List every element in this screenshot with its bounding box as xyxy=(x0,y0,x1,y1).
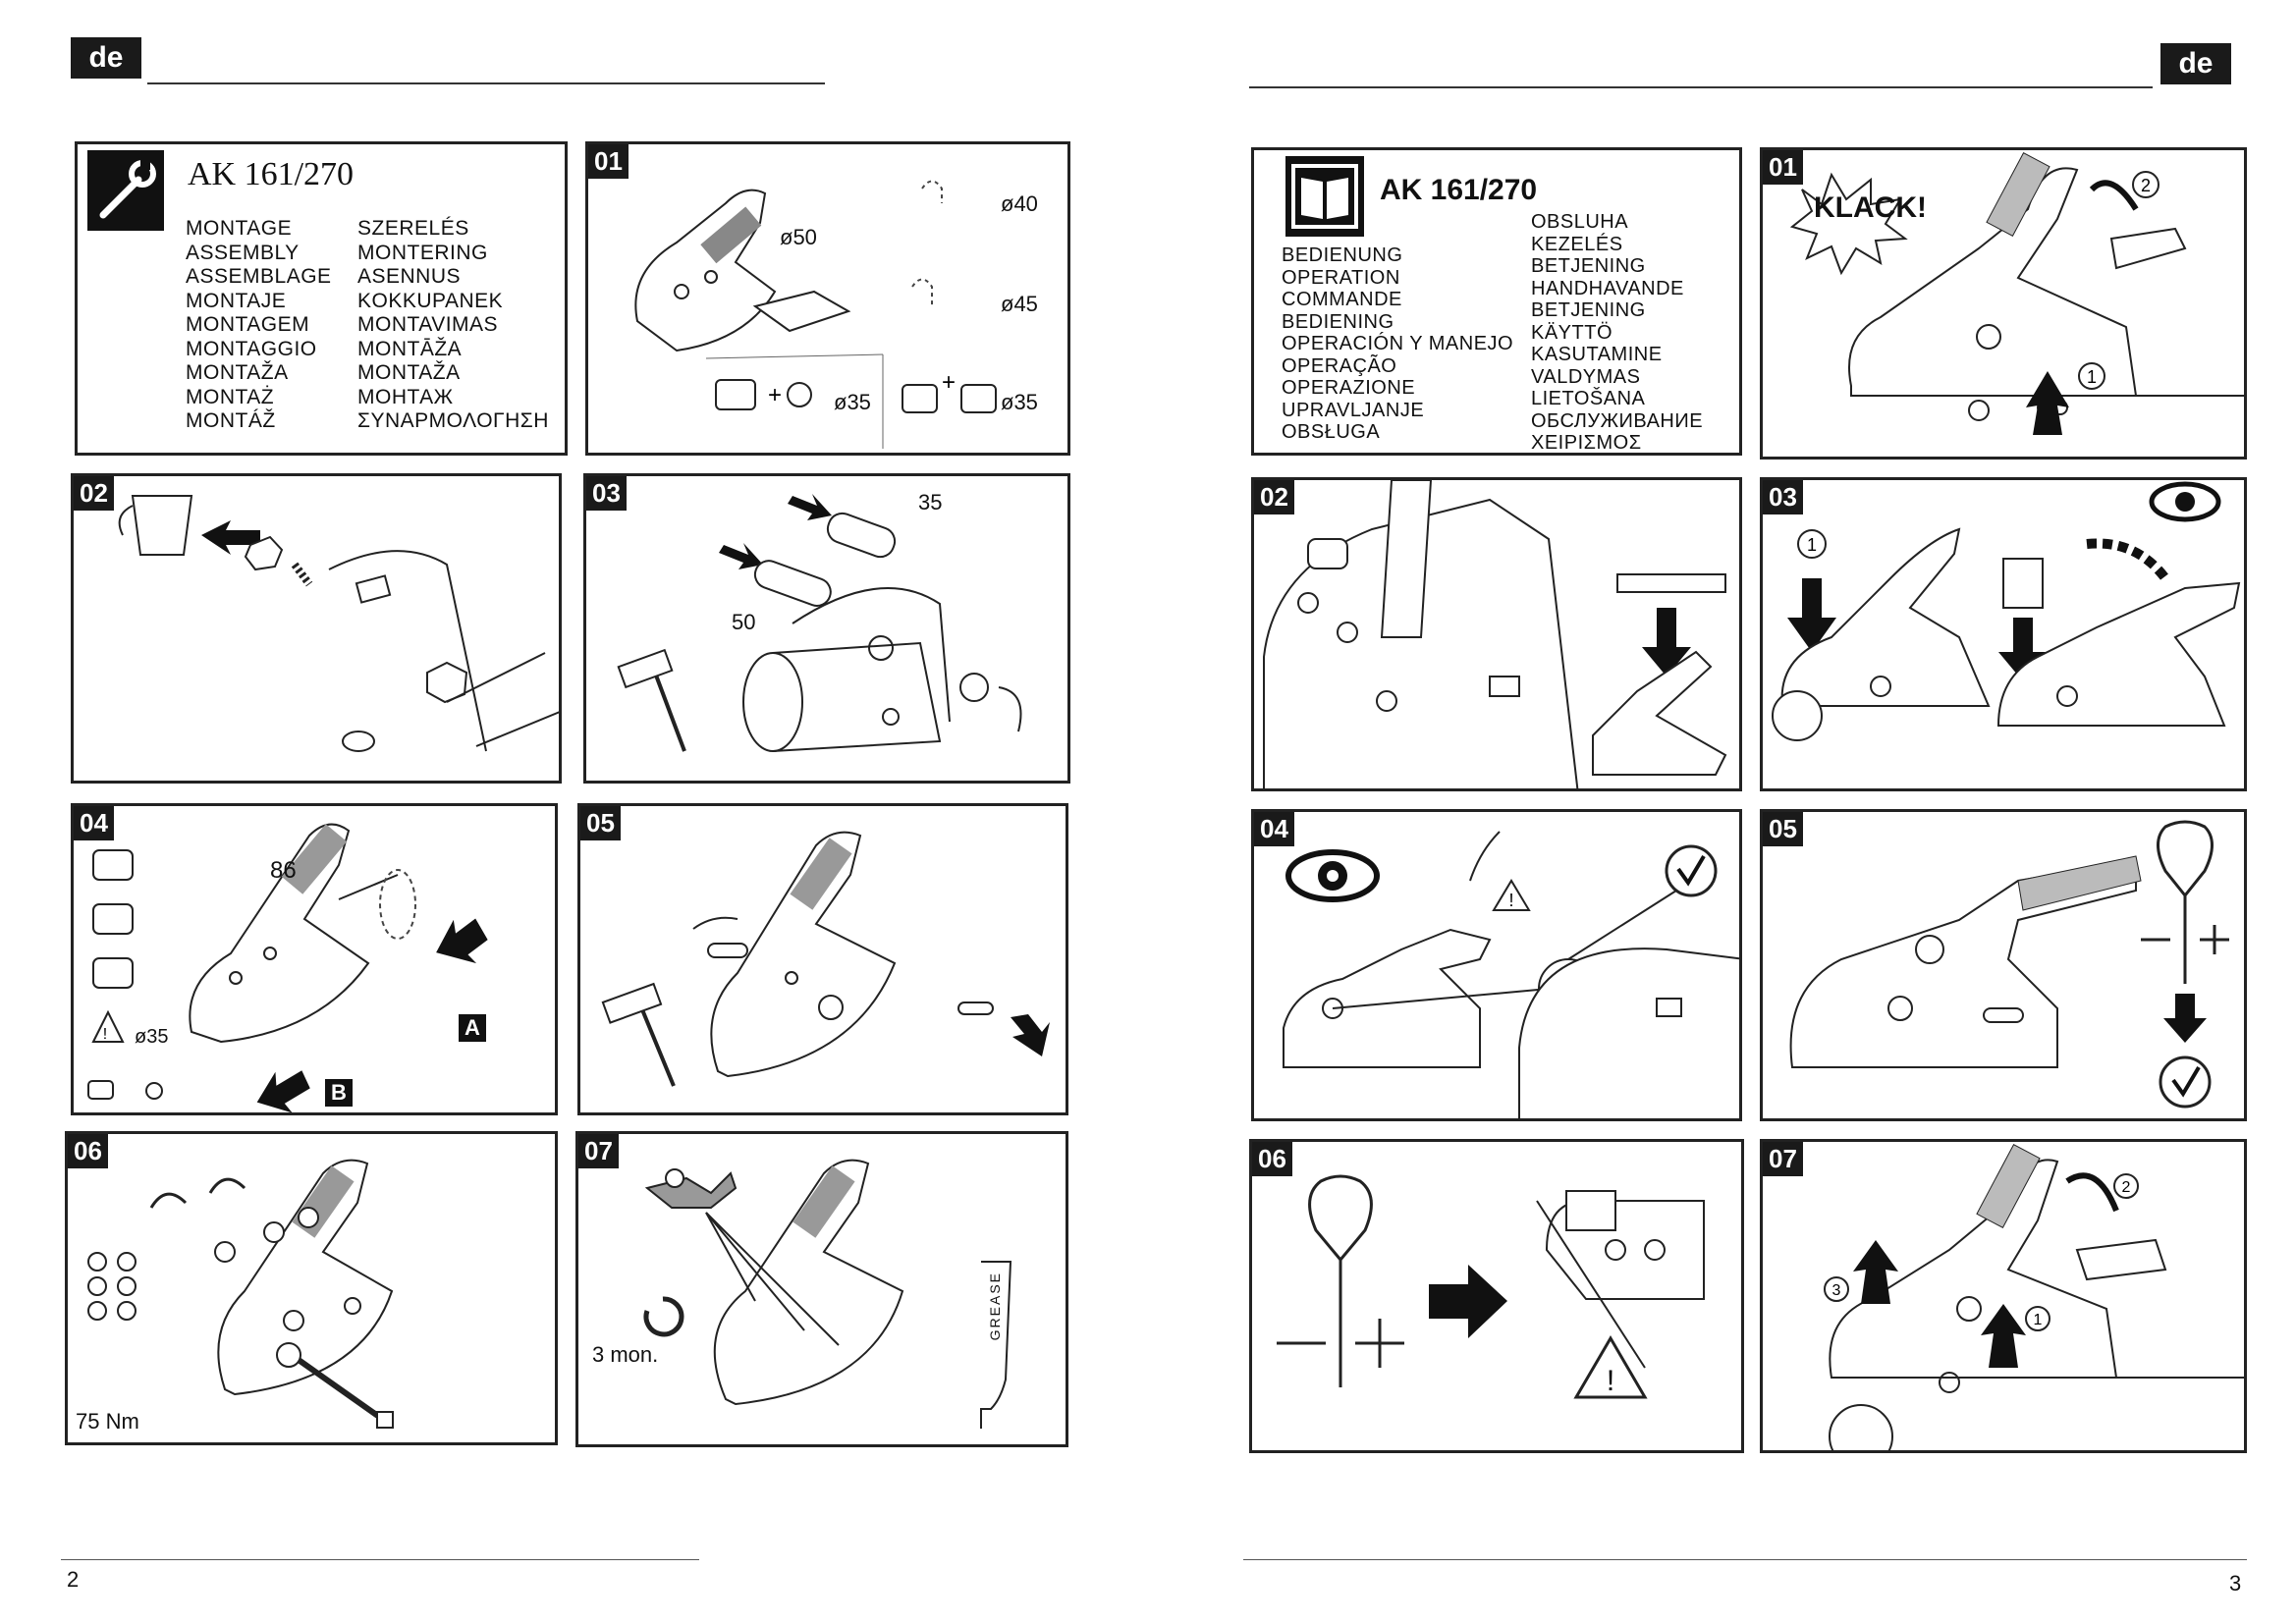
model-title: AK 161/270 xyxy=(188,156,355,192)
diameter-label: ø50 xyxy=(780,225,817,249)
diameter-label: ø35 xyxy=(135,1026,169,1048)
svg-text:!: ! xyxy=(1607,1365,1614,1397)
step-panel-07: 07 1 3 2 xyxy=(1760,1139,2247,1453)
length-label: 50 xyxy=(732,610,756,634)
lubrication-illustration xyxy=(643,1159,1012,1429)
torque-label: 75 Nm xyxy=(76,1409,139,1434)
step-panel-01: 01 1 2 KLACK! xyxy=(1760,147,2247,460)
language-tag: de xyxy=(2160,43,2231,84)
step-panel-04: 04 ! 86 ø35 A B xyxy=(71,803,558,1115)
diameter-label: ø40 xyxy=(1001,191,1038,216)
step-number: 06 xyxy=(68,1134,108,1168)
step-number: 06 xyxy=(1252,1142,1292,1176)
diameter-label: ø35 xyxy=(834,390,871,414)
step-panel-05: 05 xyxy=(1760,809,2247,1121)
step-number: 01 xyxy=(1763,150,1803,185)
svg-text:2: 2 xyxy=(2141,176,2151,195)
wear-indicator-ok-illustration xyxy=(1789,820,2229,1109)
coupling-release-illustration: 1 3 2 xyxy=(1824,1143,2244,1450)
footer-rule xyxy=(61,1559,699,1560)
step-number: 02 xyxy=(1254,480,1294,514)
step-number: 07 xyxy=(1763,1142,1803,1176)
diameter-label: ø45 xyxy=(1001,292,1038,316)
model-title: AK 161/270 xyxy=(1380,174,1538,206)
wear-indicator-warning-illustration: ! xyxy=(1277,1174,1705,1399)
bolt-fastening-illustration xyxy=(87,1159,394,1429)
step-number: 03 xyxy=(586,476,627,511)
interval-label: 3 mon. xyxy=(592,1342,659,1367)
svg-text:1: 1 xyxy=(2034,1312,2043,1328)
step-number: 04 xyxy=(1254,812,1294,846)
coupling-lock-check-illustration: 1 xyxy=(1772,481,2241,741)
page-number: 2 xyxy=(67,1567,80,1592)
svg-text:1: 1 xyxy=(2087,367,2097,387)
svg-text:2: 2 xyxy=(2122,1179,2131,1196)
klack-sound-label: KLACK! xyxy=(1814,191,1927,224)
svg-text:+: + xyxy=(768,382,782,408)
apply-glue-illustration xyxy=(118,495,559,752)
page-number: 3 xyxy=(2229,1571,2242,1596)
step-panel-06: 06 75 Nm xyxy=(65,1131,558,1445)
header-rule xyxy=(147,82,825,84)
coupling-handle-detail-illustration xyxy=(1263,480,1727,788)
grease-tube-label: GREASE xyxy=(987,1272,1003,1341)
book-icon xyxy=(1285,156,1364,237)
wear-indicator-check-illustration: ! xyxy=(1283,831,1739,1118)
language-tag: de xyxy=(71,37,141,79)
length-label: 35 xyxy=(918,490,943,514)
step-number: 03 xyxy=(1763,480,1803,514)
label-a: A xyxy=(459,1014,486,1042)
coupling-open-illustration: 1 2 xyxy=(1789,151,2244,435)
wrench-icon xyxy=(87,150,164,231)
step-panel-06: 06 ! xyxy=(1249,1139,1744,1453)
coupling-with-inserts-illustration: + + xyxy=(634,180,997,449)
svg-text:1: 1 xyxy=(1807,535,1817,555)
step-panel-02: 02 xyxy=(71,473,562,784)
svg-text:!: ! xyxy=(103,1026,107,1043)
step-panel-07: 07 3 mon. GREASE xyxy=(575,1131,1068,1447)
distance-label: 86 xyxy=(270,857,297,884)
step-panel-03: 03 35 50 xyxy=(583,473,1070,784)
hammer-pins-illustration xyxy=(601,831,1050,1087)
insert-pins-illustration xyxy=(617,494,1022,752)
step-panel-05: 05 xyxy=(577,803,1068,1115)
step-number: 05 xyxy=(1763,812,1803,846)
step-panel-01: 01 + + ø50 ø40 ø45 ø35 ø35 xyxy=(585,141,1070,456)
footer-rule xyxy=(1243,1559,2247,1560)
position-coupling-illustration: ! xyxy=(87,823,488,1112)
step-number: 05 xyxy=(580,806,621,840)
step-number: 02 xyxy=(74,476,114,511)
step-panel-04: 04 ! xyxy=(1251,809,1742,1121)
header-rule xyxy=(1249,86,2153,88)
label-b: B xyxy=(325,1079,353,1107)
svg-text:+: + xyxy=(942,369,956,396)
step-number: 07 xyxy=(578,1134,619,1168)
svg-text:3: 3 xyxy=(1832,1282,1841,1299)
diameter-label: ø35 xyxy=(1001,390,1038,414)
step-panel-03: 03 1 xyxy=(1760,477,2247,791)
step-number: 01 xyxy=(588,144,629,179)
svg-text:!: ! xyxy=(1508,891,1513,910)
step-number: 04 xyxy=(74,806,114,840)
step-panel-02: 02 xyxy=(1251,477,1742,791)
